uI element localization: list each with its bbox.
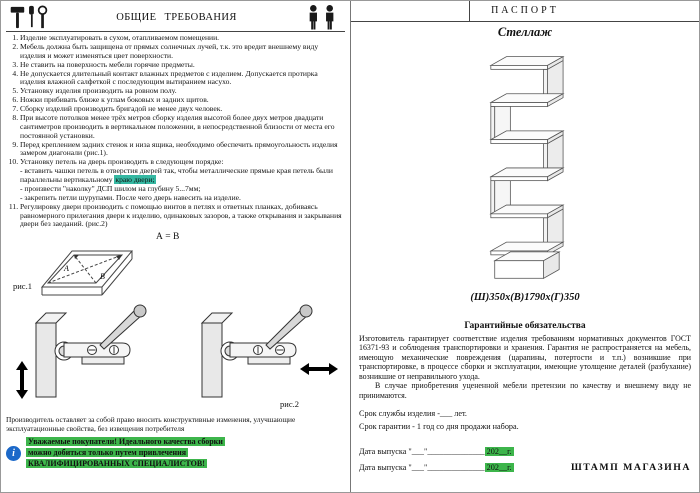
issue-date-1-year: 202__г. (484, 446, 514, 456)
tools-icon (10, 5, 48, 29)
two-persons-icon (309, 5, 334, 30)
notice-line-2: можно добиться только путем привлечения (26, 447, 189, 457)
hinge-diagrams (16, 304, 338, 400)
requirement-item: Регулировку двери производить с помощью … (20, 202, 345, 230)
figure-2-caption: рис.2 (280, 399, 299, 410)
product-drawing-wrap (357, 42, 693, 292)
passport-title: ПАСПОРТ (491, 5, 559, 16)
warranty-paragraph-1: Изготовитель гарантирует соответствие из… (359, 334, 691, 381)
notice-line-1: Уважаемые покупатели! Идеального качеств… (26, 436, 225, 446)
quality-notice: i Уважаемые покупатели! Идеального качес… (6, 436, 345, 470)
passport-header: ПАСПОРТ (351, 1, 699, 22)
diagonal-a-label: А (63, 264, 69, 273)
requirement-item: Установку изделия производить на ровном … (20, 86, 345, 96)
dates-and-stamp: Дата выпуска "___"______________202__г. … (357, 444, 693, 476)
requirement-item: Не ставить на поверхность мебели горячие… (20, 60, 345, 70)
requirement-item: Мебель должна быть защищена от прямых со… (20, 42, 345, 61)
info-icon: i (6, 445, 21, 461)
quality-notice-text: Уважаемые покупатели! Идеального качеств… (26, 436, 225, 470)
issue-date-line-1: Дата выпуска "___"______________202__г. (359, 444, 514, 460)
requirement-item: Сборку изделий производить бригадой не м… (20, 104, 345, 114)
diagonal-formula: А = В (156, 232, 180, 243)
issue-date-2-prefix: Дата выпуска "___"______________ (359, 462, 485, 472)
figure-1-row: А = В (6, 229, 345, 303)
shelving-unit-drawing (489, 55, 565, 279)
general-requirements-column: ОБЩИЕ ТРЕБОВАНИЯ Изделие эксплуатировать… (1, 1, 351, 492)
hinge-step-2: - произвести "наколку" ДСП шилом на глуб… (20, 183, 201, 193)
hinge-step-1-text: - вставить чашки петель в отверстия двер… (20, 166, 333, 184)
warranty-text: Изготовитель гарантирует соответствие из… (357, 334, 693, 400)
requirement-item-hinges: Установку петель на дверь производить в … (20, 157, 345, 202)
warranty-paragraph-2: В случае приобретения уцененной мебели п… (359, 381, 691, 400)
diagonal-b-label: В (100, 272, 105, 281)
hinge-step-3: - закрепить петли шурупами. После чего д… (20, 192, 241, 202)
requirement-item: При высоте потолков менее трёх метров сб… (20, 113, 345, 141)
header-divider (469, 1, 470, 21)
figure-1-caption: рис.1 (13, 281, 32, 292)
hinge-step-1-highlight: краю двери; (114, 175, 156, 184)
service-life-line: Срок службы изделия -___ лет. (359, 409, 467, 419)
hinge-step-1: - вставить чашки петель в отверстия двер… (20, 166, 345, 185)
diagonal-check-diagram: А В (40, 250, 134, 296)
requirement-item: Не допускается длительный контакт влажны… (20, 69, 345, 88)
issue-date-line-2: Дата выпуска "___"______________202__г. (359, 460, 514, 476)
service-terms: Срок службы изделия -___ лет. Срок гаран… (357, 408, 693, 433)
product-dimensions: (Ш)350х(В)1790х(Г)350 (470, 292, 580, 303)
issue-date-1-prefix: Дата выпуска "___"______________ (359, 446, 485, 456)
manufacturer-note: Производитель оставляет за собой право в… (6, 415, 296, 433)
issue-date-2-year: 202__г. (484, 462, 514, 472)
product-name: Стеллаж (497, 25, 553, 39)
general-title: ОБЩИЕ ТРЕБОВАНИЯ (116, 12, 237, 23)
issue-dates: Дата выпуска "___"______________202__г. … (359, 444, 514, 476)
requirements-list: Изделие эксплуатировать в сухом, отаплив… (6, 33, 345, 230)
warranty-period-line: Срок гарантии - 1 год со дня продажи наб… (359, 422, 519, 432)
notice-line-3: КВАЛИФИЦИРОВАННЫХ СПЕЦИАЛИСТОВ! (26, 458, 207, 468)
requirement-item: Ножки прибивать ближе к углам боковых и … (20, 95, 345, 105)
warranty-title: Гарантийные обязательства (464, 321, 586, 331)
requirement-item: Перед креплением задних стенок и низа ящ… (20, 140, 345, 159)
store-stamp-label: ШТАМП МАГАЗИНА (570, 461, 691, 473)
passport-column: ПАСПОРТ Стеллаж (351, 1, 699, 492)
general-header: ОБЩИЕ ТРЕБОВАНИЯ (6, 4, 345, 32)
hinge-install-intro: Установку петель на дверь производить в … (20, 157, 224, 167)
requirement-item: Изделие эксплуатировать в сухом, отаплив… (20, 33, 345, 43)
figure-2-row: рис.2 (6, 303, 345, 415)
